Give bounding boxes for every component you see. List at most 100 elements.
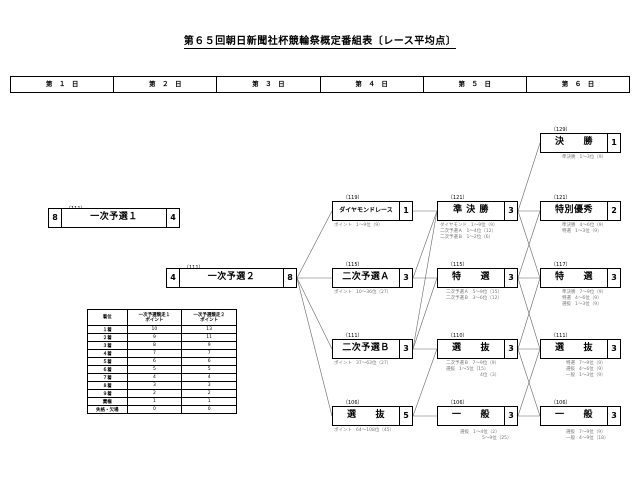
race-name: 一次予選１	[90, 212, 138, 222]
points-cell: 7	[181, 349, 237, 358]
race-code: 〔111〕	[551, 333, 571, 339]
race-code: 〔115〕	[448, 262, 468, 268]
points-cell: 2	[181, 389, 237, 398]
points-cell: 8	[126, 341, 183, 350]
race-code: 〔111〕	[343, 333, 363, 339]
race-name: 選 抜	[346, 410, 385, 420]
rank-cell: ２着	[87, 333, 128, 342]
day-6-header: 第 ６ 日	[561, 80, 595, 88]
advance-count: 3	[607, 340, 620, 358]
race-name: 特 選	[554, 272, 593, 282]
points-cell: 7	[126, 349, 183, 358]
race-name: 一 般	[451, 410, 490, 420]
race-name: 特別優秀	[554, 205, 593, 215]
points-cell: 9	[126, 333, 183, 342]
day-4-header: 第 ４ 日	[321, 77, 424, 92]
day-2-header: 第 ２ 日	[114, 77, 218, 92]
col-header-yosen2: 一次予選競走２ ポイント	[181, 309, 237, 326]
rank-cell: ５着	[87, 357, 128, 366]
race-box-d6-tokubetsu: 特別優秀 2	[540, 201, 621, 221]
advance-count: 3	[399, 340, 412, 358]
points-cell: 5	[181, 365, 237, 374]
points-cell: 13	[181, 325, 237, 334]
race-box-d5-ippan: 一 般 3	[437, 406, 518, 426]
points-cell: 3	[181, 381, 237, 390]
race-box-d5-tokusen: 特 選 3	[437, 268, 518, 288]
race-name: 準 決 勝	[453, 205, 489, 215]
rank-cell: ３着	[87, 341, 128, 350]
points-cell: 3	[126, 381, 183, 390]
advance-count: 1	[399, 202, 412, 220]
race-box-d6-ippan: 一 般 3	[540, 406, 621, 426]
race-code: 〔106〕	[551, 400, 571, 406]
race-code: 〔117〕	[551, 262, 571, 268]
race-box-d1-yosen1: 8 一次予選１ 4	[48, 208, 180, 228]
points-cell: 6	[126, 357, 183, 366]
advance-count: 1	[607, 134, 620, 152]
points-cell: 0	[181, 405, 237, 414]
day-1-header: 第 １ 日	[11, 77, 115, 92]
race-name: ダイヤモンドレース	[339, 207, 393, 214]
race-code: 〔115〕	[343, 262, 363, 268]
race-box-d4-diamond: ダイヤモンドレース 1	[332, 201, 413, 221]
race-name: 一 般	[554, 410, 593, 420]
advance-count: 3	[607, 407, 620, 425]
entry-count: 4	[167, 269, 180, 287]
race-code: 〔121〕	[551, 195, 571, 201]
points-cell: 5	[126, 365, 183, 374]
points-cell: 10	[126, 325, 183, 334]
race-box-d5-senbatsu: 選 抜 3	[437, 339, 518, 359]
page-title: 第６５回朝日新聞社杯競輪祭概定番組表〔レース平均点〕	[183, 36, 457, 49]
advance-count: 5	[399, 407, 412, 425]
points-cell: 1	[126, 397, 183, 406]
rank-cell: 棄権	[87, 397, 128, 406]
advance-count: 4	[166, 209, 179, 227]
advance-count: 3	[504, 269, 517, 287]
race-code: 〔119〕	[343, 195, 363, 201]
table-header-row: 着位 一次予選競走１ ポイント 一次予選競走２ ポイント	[87, 309, 237, 326]
race-box-d4-niji-a: 二次予選Ａ 3	[332, 268, 413, 288]
advance-count: 3	[504, 340, 517, 358]
race-box-d6-senbatsu: 選 抜 3	[540, 339, 621, 359]
col-header-yosen1: 一次予選競走１ ポイント	[126, 309, 183, 326]
race-code: 〔129〕	[551, 127, 571, 133]
race-box-d6-kessho: 決 勝 1	[540, 133, 621, 153]
advance-count: 3	[607, 269, 620, 287]
race-name: 特 選	[451, 272, 490, 282]
points-cell: 4	[126, 373, 183, 382]
race-box-d4-niji-b: 二次予選Ｂ 3	[332, 339, 413, 359]
day-3-header: 第 ３ 日	[217, 77, 321, 92]
rank-cell: ４着	[87, 349, 128, 358]
day-5-header: 第 ５ 日	[424, 77, 527, 92]
race-box-d2-yosen2: 4 一次予選２ 8	[166, 268, 297, 288]
race-code: 〔106〕	[343, 400, 363, 406]
advance-count: 8	[283, 269, 296, 287]
race-name: 二次予選Ａ	[342, 272, 390, 282]
race-name: 一次予選２	[207, 272, 256, 282]
points-cell: 11	[181, 333, 237, 342]
points-cell: 1	[181, 397, 237, 406]
race-name: 二次予選Ｂ	[342, 343, 390, 353]
points-cell: 9	[181, 341, 237, 350]
